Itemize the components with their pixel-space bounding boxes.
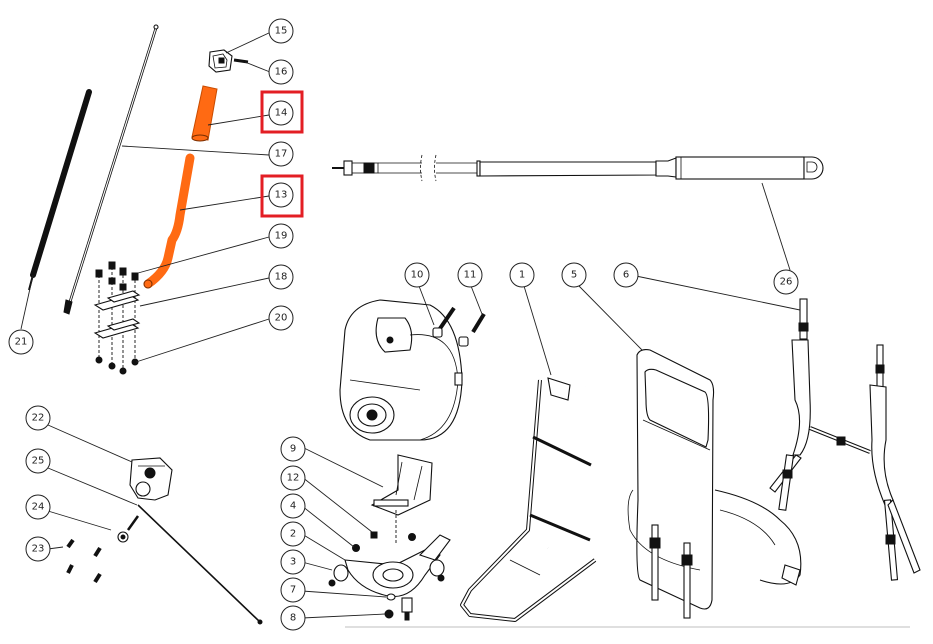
callout-label: 24 bbox=[32, 502, 45, 513]
callout-label: 25 bbox=[32, 456, 45, 467]
callout-label: 7 bbox=[290, 585, 296, 596]
callout-7[interactable]: 7 bbox=[280, 577, 306, 603]
part-6-shoulder-straps bbox=[769, 298, 921, 581]
part-17-cable bbox=[63, 24, 159, 315]
part-24-connector bbox=[117, 515, 140, 543]
callout-label: 15 bbox=[275, 26, 288, 37]
callout-label: 20 bbox=[275, 313, 288, 324]
callout-label: 14 bbox=[275, 108, 288, 119]
callout-3[interactable]: 3 bbox=[280, 549, 306, 575]
leader-lines bbox=[20, 31, 801, 619]
callout-label: 26 bbox=[780, 277, 793, 288]
callout-label: 3 bbox=[290, 557, 296, 568]
callout-26[interactable]: 26 bbox=[773, 269, 799, 295]
callout-label: 23 bbox=[32, 544, 45, 555]
highlight-box-14 bbox=[260, 90, 304, 134]
part-2-base-plate bbox=[344, 534, 451, 598]
part-14-sleeve bbox=[191, 85, 218, 142]
part-4-nut bbox=[352, 533, 416, 552]
callout-label: 9 bbox=[290, 444, 296, 455]
callout-11[interactable]: 11 bbox=[457, 262, 483, 288]
engine-assembly bbox=[339, 299, 463, 441]
callout-label: 2 bbox=[290, 529, 296, 540]
callout-label: 12 bbox=[287, 473, 300, 484]
callout-label: 21 bbox=[15, 337, 28, 348]
part-1-frame bbox=[460, 373, 597, 622]
part-16-screw bbox=[233, 58, 249, 64]
part-22-gearbox bbox=[129, 457, 173, 501]
part-18-19-20-clamp-set bbox=[93, 261, 141, 375]
callout-20[interactable]: 20 bbox=[268, 305, 294, 331]
callout-label: 8 bbox=[290, 613, 296, 624]
callout-label: 17 bbox=[275, 149, 288, 160]
callout-8[interactable]: 8 bbox=[280, 605, 306, 631]
callout-label: 5 bbox=[571, 270, 577, 281]
callout-15[interactable]: 15 bbox=[268, 18, 294, 44]
callout-14[interactable]: 14 bbox=[268, 100, 294, 126]
callout-21[interactable]: 21 bbox=[8, 329, 34, 355]
callout-label: 13 bbox=[275, 190, 288, 201]
callout-label: 19 bbox=[275, 231, 288, 242]
part-3-damper bbox=[328, 559, 445, 587]
callout-6[interactable]: 6 bbox=[613, 262, 639, 288]
callout-13[interactable]: 13 bbox=[268, 182, 294, 208]
part-15-switch bbox=[208, 49, 233, 73]
callout-2[interactable]: 2 bbox=[280, 521, 306, 547]
callout-1[interactable]: 1 bbox=[509, 262, 535, 288]
part-12-bolt bbox=[370, 510, 397, 545]
highlight-box-13 bbox=[260, 174, 304, 218]
callout-label: 4 bbox=[290, 501, 296, 512]
callout-10[interactable]: 10 bbox=[404, 262, 430, 288]
part-5-pad bbox=[627, 349, 802, 619]
callout-12[interactable]: 12 bbox=[280, 465, 306, 491]
callout-22[interactable]: 22 bbox=[25, 405, 51, 431]
callout-19[interactable]: 19 bbox=[268, 223, 294, 249]
callout-label: 16 bbox=[275, 67, 288, 78]
callout-17[interactable]: 17 bbox=[268, 141, 294, 167]
callout-label: 22 bbox=[32, 413, 45, 424]
part-10-11-bolts bbox=[432, 306, 486, 347]
callout-label: 6 bbox=[623, 270, 629, 281]
part-25-cable bbox=[137, 504, 263, 625]
callout-24[interactable]: 24 bbox=[25, 494, 51, 520]
part-9-bracket bbox=[370, 454, 433, 516]
part-23-screws bbox=[66, 538, 102, 584]
callout-4[interactable]: 4 bbox=[280, 493, 306, 519]
part-7-8-washer-nut bbox=[384, 593, 413, 621]
callout-label: 10 bbox=[411, 270, 424, 281]
part-21-rod bbox=[28, 89, 92, 291]
part-13-hose bbox=[143, 153, 195, 289]
callout-16[interactable]: 16 bbox=[268, 59, 294, 85]
part-26-handle bbox=[332, 154, 824, 182]
callout-18[interactable]: 18 bbox=[268, 264, 294, 290]
callout-23[interactable]: 23 bbox=[25, 536, 51, 562]
callout-label: 11 bbox=[464, 270, 477, 281]
callout-label: 18 bbox=[275, 272, 288, 283]
callout-label: 1 bbox=[519, 270, 525, 281]
callout-5[interactable]: 5 bbox=[561, 262, 587, 288]
callout-25[interactable]: 25 bbox=[25, 448, 51, 474]
callout-9[interactable]: 9 bbox=[280, 436, 306, 462]
